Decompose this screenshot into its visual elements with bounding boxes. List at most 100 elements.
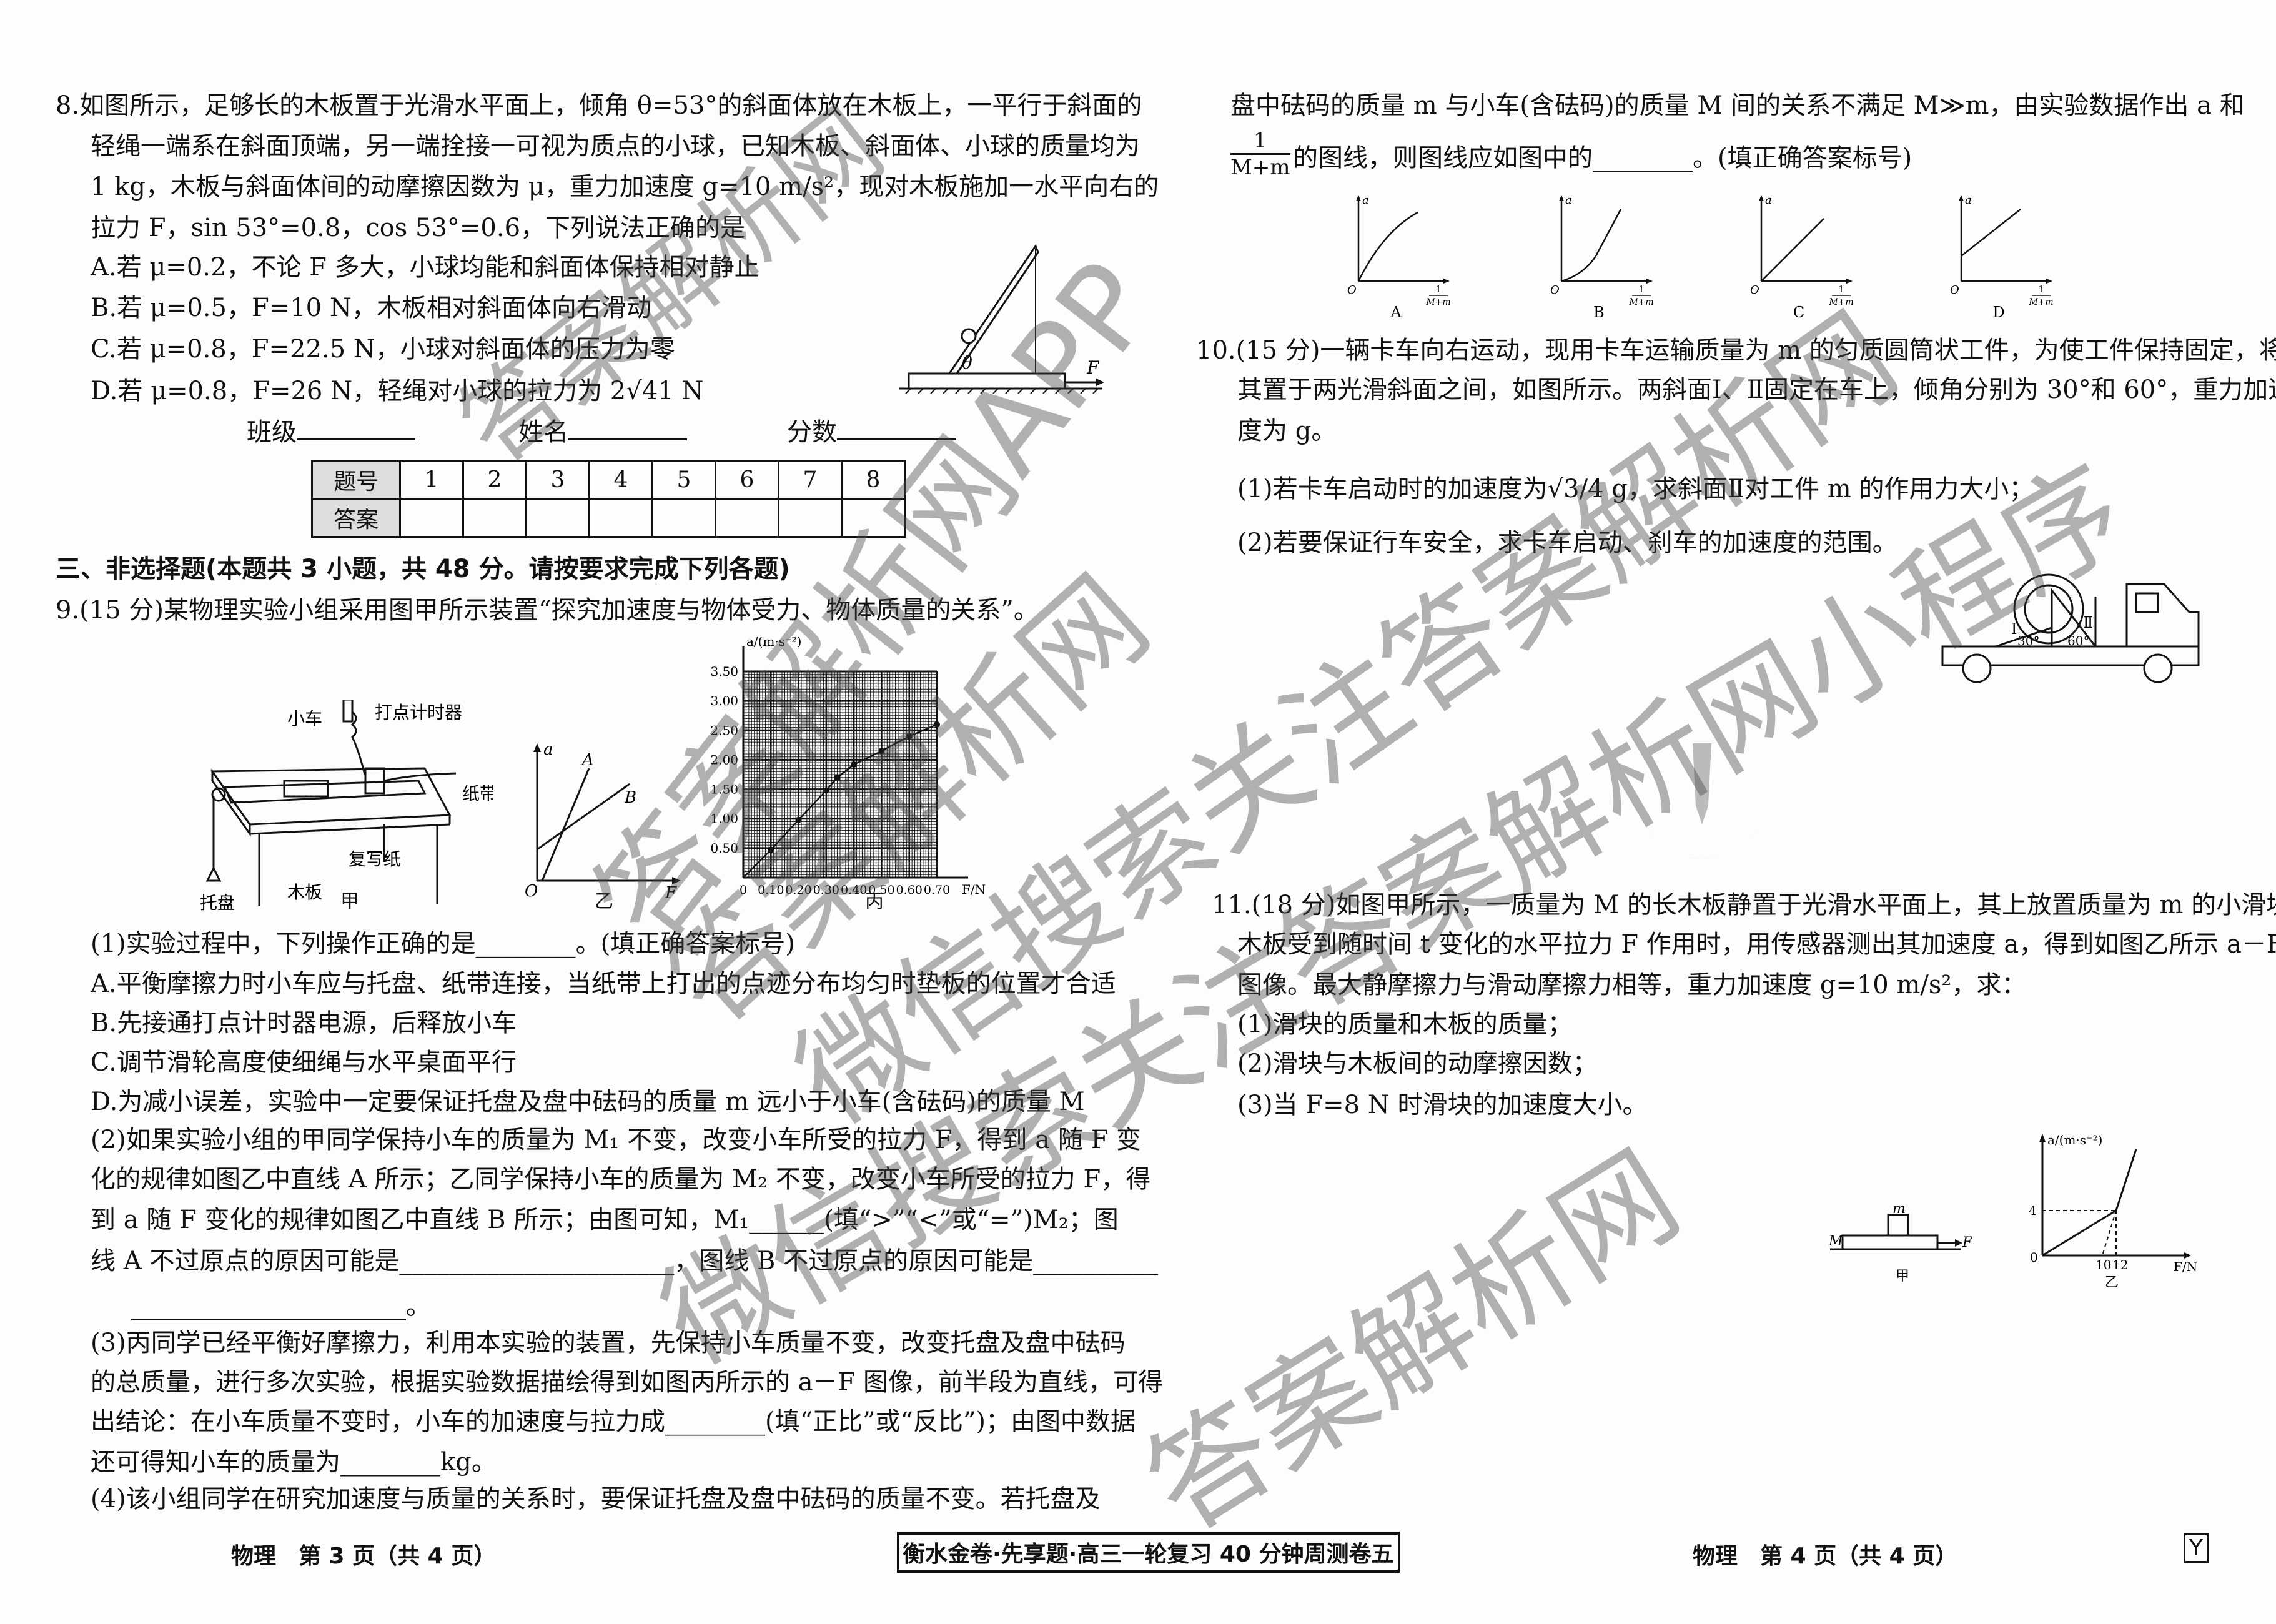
q11-part-3: (3)当 F=8 N 时滑块的加速度大小。 [1237,1091,1648,1119]
q10-truck-figure: Ⅰ Ⅱ 30° 60° [1941,573,2200,683]
y-axis-label: a/(m·s⁻²) [746,637,801,649]
y-tick-label: 1.00 [710,811,738,826]
x-label-den: M+m [1425,297,1450,307]
q9-option-a: A.平衡摩擦力时小车应与托盘、纸带连接，当纸带上打出的点迹分布均匀时垫板的位置才… [91,969,1116,998]
x-axis-label: F/N [962,882,986,897]
name-label: 姓名 [518,418,568,447]
x-label-den: M+m [1628,297,1653,307]
fraction-denominator: M+m [1230,153,1290,180]
q9-intro: 9.(15 分)某物理实验小组采用图甲所示装置“探究加速度与物体受力、物体质量的… [56,596,1039,625]
x-tick-label: 0.50 [868,883,894,897]
graph-curve [1561,209,1622,282]
angle-60: 60° [2067,633,2089,648]
q9-line: (2)如果实验小组的甲同学保持小车的质量为 M₁ 不变，改变小车所受的拉力 F，… [91,1126,1142,1154]
x-tick-label: 0.10 [758,883,784,897]
label-board: 木板 [287,882,322,903]
graph-curve [1961,209,2021,257]
x-tick-label: 0.30 [813,883,839,897]
incline-1-label: Ⅰ [2011,620,2017,638]
q9-line: 出结论：在小车质量不变时，小车的加速度与拉力成________(填“正比”或“反… [91,1407,1136,1436]
graph-curve [1761,218,1824,282]
question-number: 8 [841,460,906,500]
q9-line: (1)实验过程中，下列操作正确的是________。(填正确答案标号) [91,929,795,958]
data-point [768,846,774,853]
x-label-den: M+m [2028,297,2053,307]
answer-cell[interactable] [715,498,779,538]
axis-a: a [543,743,553,759]
x-tick-label: 0.70 [924,883,950,897]
q10-line: 度为 g。 [1237,417,1337,445]
force-label: F [1962,1235,1972,1250]
q9-apparatus-figure-jia: 电源 打点计时器 小车 纸带 复写纸 木板 托盘 [200,700,493,912]
footer-page-3: 物理 第 3 页（共 4 页） [231,1543,497,1569]
y-tick-label: 2.50 [710,723,738,738]
answer-cell[interactable] [588,498,653,538]
block-m-label: m [1893,1206,1906,1217]
class-field[interactable]: 班级 [247,416,415,448]
name-field[interactable]: 姓名 [518,416,687,448]
question-number: 5 [651,460,716,500]
logo-emblem [1636,743,1768,859]
header-label: 题号 [311,460,401,500]
option-label: A [1390,304,1402,319]
q9-line: (4)该小组同学在研究加速度与质量的关系时，要保证托盘及盘中砝码的质量不变。若托… [91,1485,1101,1513]
origin: O [1950,284,1959,297]
q9-line: 化的规律如图乙中直线 A 所示；乙同学保持小车的质量为 M₂ 不变，改变小车所受… [91,1165,1151,1194]
answer-cell[interactable] [651,498,716,538]
origin: O [1550,284,1560,297]
y-tick-label: 3.00 [710,693,738,708]
board-M-label: M [1828,1234,1843,1249]
data-point [795,816,802,823]
q9-graph-yi: a O F A B [525,743,681,899]
graph-curve [1357,211,1418,282]
origin: O [1750,284,1759,297]
q10-part-1: (1)若卡车启动时的加速度为√3/4 g，求斜面Ⅱ对工件 m 的作用力大小； [1237,475,2034,503]
axis-a: a [1965,194,1972,207]
data-point [851,761,858,768]
line-b-label: B [624,788,636,807]
q8-option-b: B.若 μ=0.5，F=10 N，木板相对斜面体向右滑动 [91,294,651,322]
question-number: 4 [588,460,653,500]
q8-line: 1 kg，木板与斜面体间的动摩擦因数为 μ，重力加速度 g=10 m/s²，现对… [91,172,1159,201]
question-number: 2 [462,460,527,500]
answer-cell[interactable] [525,498,590,538]
footer-series-title: 衡水金卷·先享题·高三一轮复习 40 分钟周测卷五 [897,1532,1400,1573]
question-number: 6 [715,460,779,500]
q8-option-d: D.若 μ=0.8，F=26 N，轻绳对小球的拉力为 2√41 N [91,377,704,405]
data-point [906,733,913,740]
origin: O [1347,284,1357,297]
axis-a: a [1565,194,1572,207]
q10-line: 10.(15 分)一辆卡车向右运动，现用卡车运输质量为 m 的匀质圆筒状工件，为… [1196,336,2276,365]
x-tick-label: 0.40 [841,883,867,897]
data-point [823,787,829,794]
x-tick-label: 0 [740,883,747,897]
x-tick-10: 10 [2095,1257,2111,1272]
label-carbon: 复写纸 [349,849,401,869]
q9-line: (3)丙同学已经平衡好摩擦力，利用本实验的装置，先保持小车质量不变，改变托盘及盘… [91,1329,1126,1357]
x-tick-label: 0.20 [785,883,811,897]
option-label: D [1992,304,2004,319]
answer-cell[interactable] [778,498,843,538]
q11-line: 木板受到随时间 t 变化的水平拉力 F 作用时，用传感器测出其加速度 a，得到如… [1237,930,2276,959]
y-tick-label: 0.50 [710,841,738,856]
q9-option-b: B.先接通打点计时器电源，后释放小车 [91,1009,517,1037]
x-label-num: 1 [1838,284,1844,295]
answer-cell[interactable] [462,498,527,538]
q9-line: 的总质量，进行多次实验，根据实验数据描绘得到如图丙所示的 a－F 图像，前半段为… [91,1368,1164,1397]
answer-cell[interactable] [399,498,464,538]
q11-line: 图像。最大静摩擦力与滑动摩擦力相等，重力加速度 g=10 m/s²，求： [1237,971,2027,999]
data-point [934,721,940,728]
q11-line: 11.(18 分)如图甲所示，一质量为 M 的长木板静置于光滑水平面上，其上放置… [1212,891,2276,919]
score-field[interactable]: 分数 [787,416,956,448]
q8-line: 8.如图所示，足够长的木板置于光滑水平面上，倾角 θ=53°的斜面体放在木板上，… [56,91,1142,120]
origin: 0 [2030,1250,2038,1265]
answer-cell[interactable] [841,498,906,538]
angle-30: 30° [2017,633,2039,648]
axis-f: F [665,884,677,899]
x-tick-12: 12 [2112,1257,2128,1272]
force-label: F [1086,357,1100,378]
